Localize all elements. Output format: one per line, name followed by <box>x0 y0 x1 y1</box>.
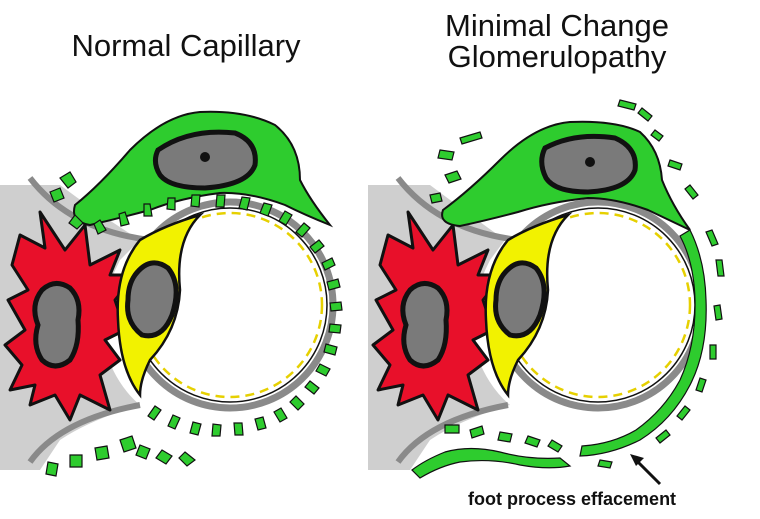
mesangial-nucleus-left <box>35 283 79 366</box>
nucleolus-left <box>200 152 210 162</box>
mesangial-nucleus-right <box>403 283 447 366</box>
endothelial-nucleus-right <box>496 263 545 336</box>
foot-process-effacement-label: foot process effacement <box>468 489 676 510</box>
endothelial-nucleus-left <box>128 263 177 336</box>
minimal-change-panel <box>368 100 724 484</box>
annotation-arrow-line <box>636 460 660 484</box>
normal-capillary-panel <box>0 112 342 476</box>
nucleolus-right <box>585 157 595 167</box>
